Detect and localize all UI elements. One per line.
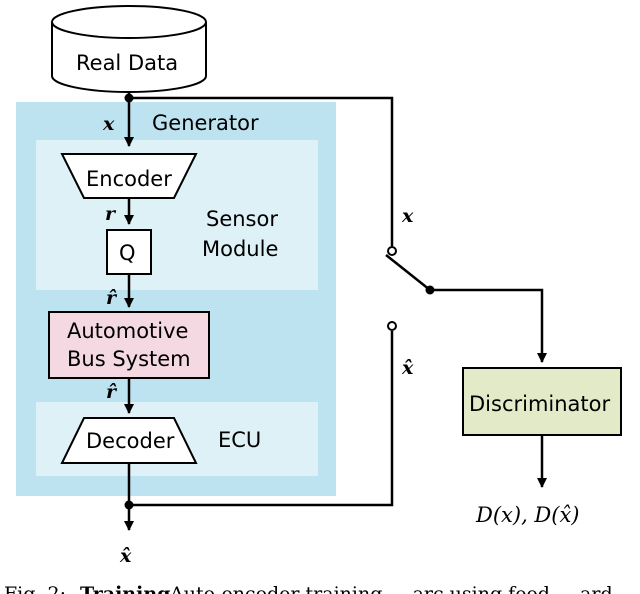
encoder-label: Encoder — [86, 167, 172, 191]
bus-label-1: Automotive — [67, 319, 188, 343]
sensor-module-label-2: Module — [202, 237, 278, 261]
figure-caption: Fig. 2: Training Auto-encoder training .… — [4, 583, 613, 594]
ecu-label: ECU — [218, 428, 261, 452]
caption-title: Training — [80, 583, 170, 594]
caption-text: Auto-encoder training ... arc using feed… — [169, 583, 613, 594]
bus-label-2: Bus System — [67, 347, 191, 371]
switch-contact-x — [387, 246, 397, 256]
signal-r-hat-1: r̂ — [106, 287, 118, 309]
discriminator-output: D(x), D(x̂) — [475, 503, 579, 527]
real-data-database: Real Data — [51, 5, 207, 93]
quantizer-label: Q — [119, 241, 136, 265]
automotive-bus-block — [48, 311, 210, 379]
decoder-label: Decoder — [86, 429, 175, 453]
switch-lever — [385, 254, 431, 291]
signal-x-generator: x — [102, 113, 115, 135]
signal-x-hat-switch: x̂ — [401, 357, 414, 379]
signal-x-switch: x — [401, 205, 414, 227]
generator-label: Generator — [152, 111, 259, 135]
decoder-block — [60, 417, 198, 464]
signal-r-hat-2: r̂ — [106, 381, 118, 403]
real-data-label: Real Data — [76, 51, 178, 75]
caption-fig: Fig. 2: — [4, 583, 66, 594]
encoder-block — [60, 153, 198, 199]
switch-contact-x-hat — [387, 321, 397, 331]
discriminator-label: Discriminator — [469, 392, 611, 416]
signal-r: r — [105, 203, 117, 225]
discriminator-block — [462, 367, 622, 436]
sensor-module-label-1: Sensor — [206, 207, 278, 231]
signal-x-hat-output: x̂ — [119, 545, 132, 567]
